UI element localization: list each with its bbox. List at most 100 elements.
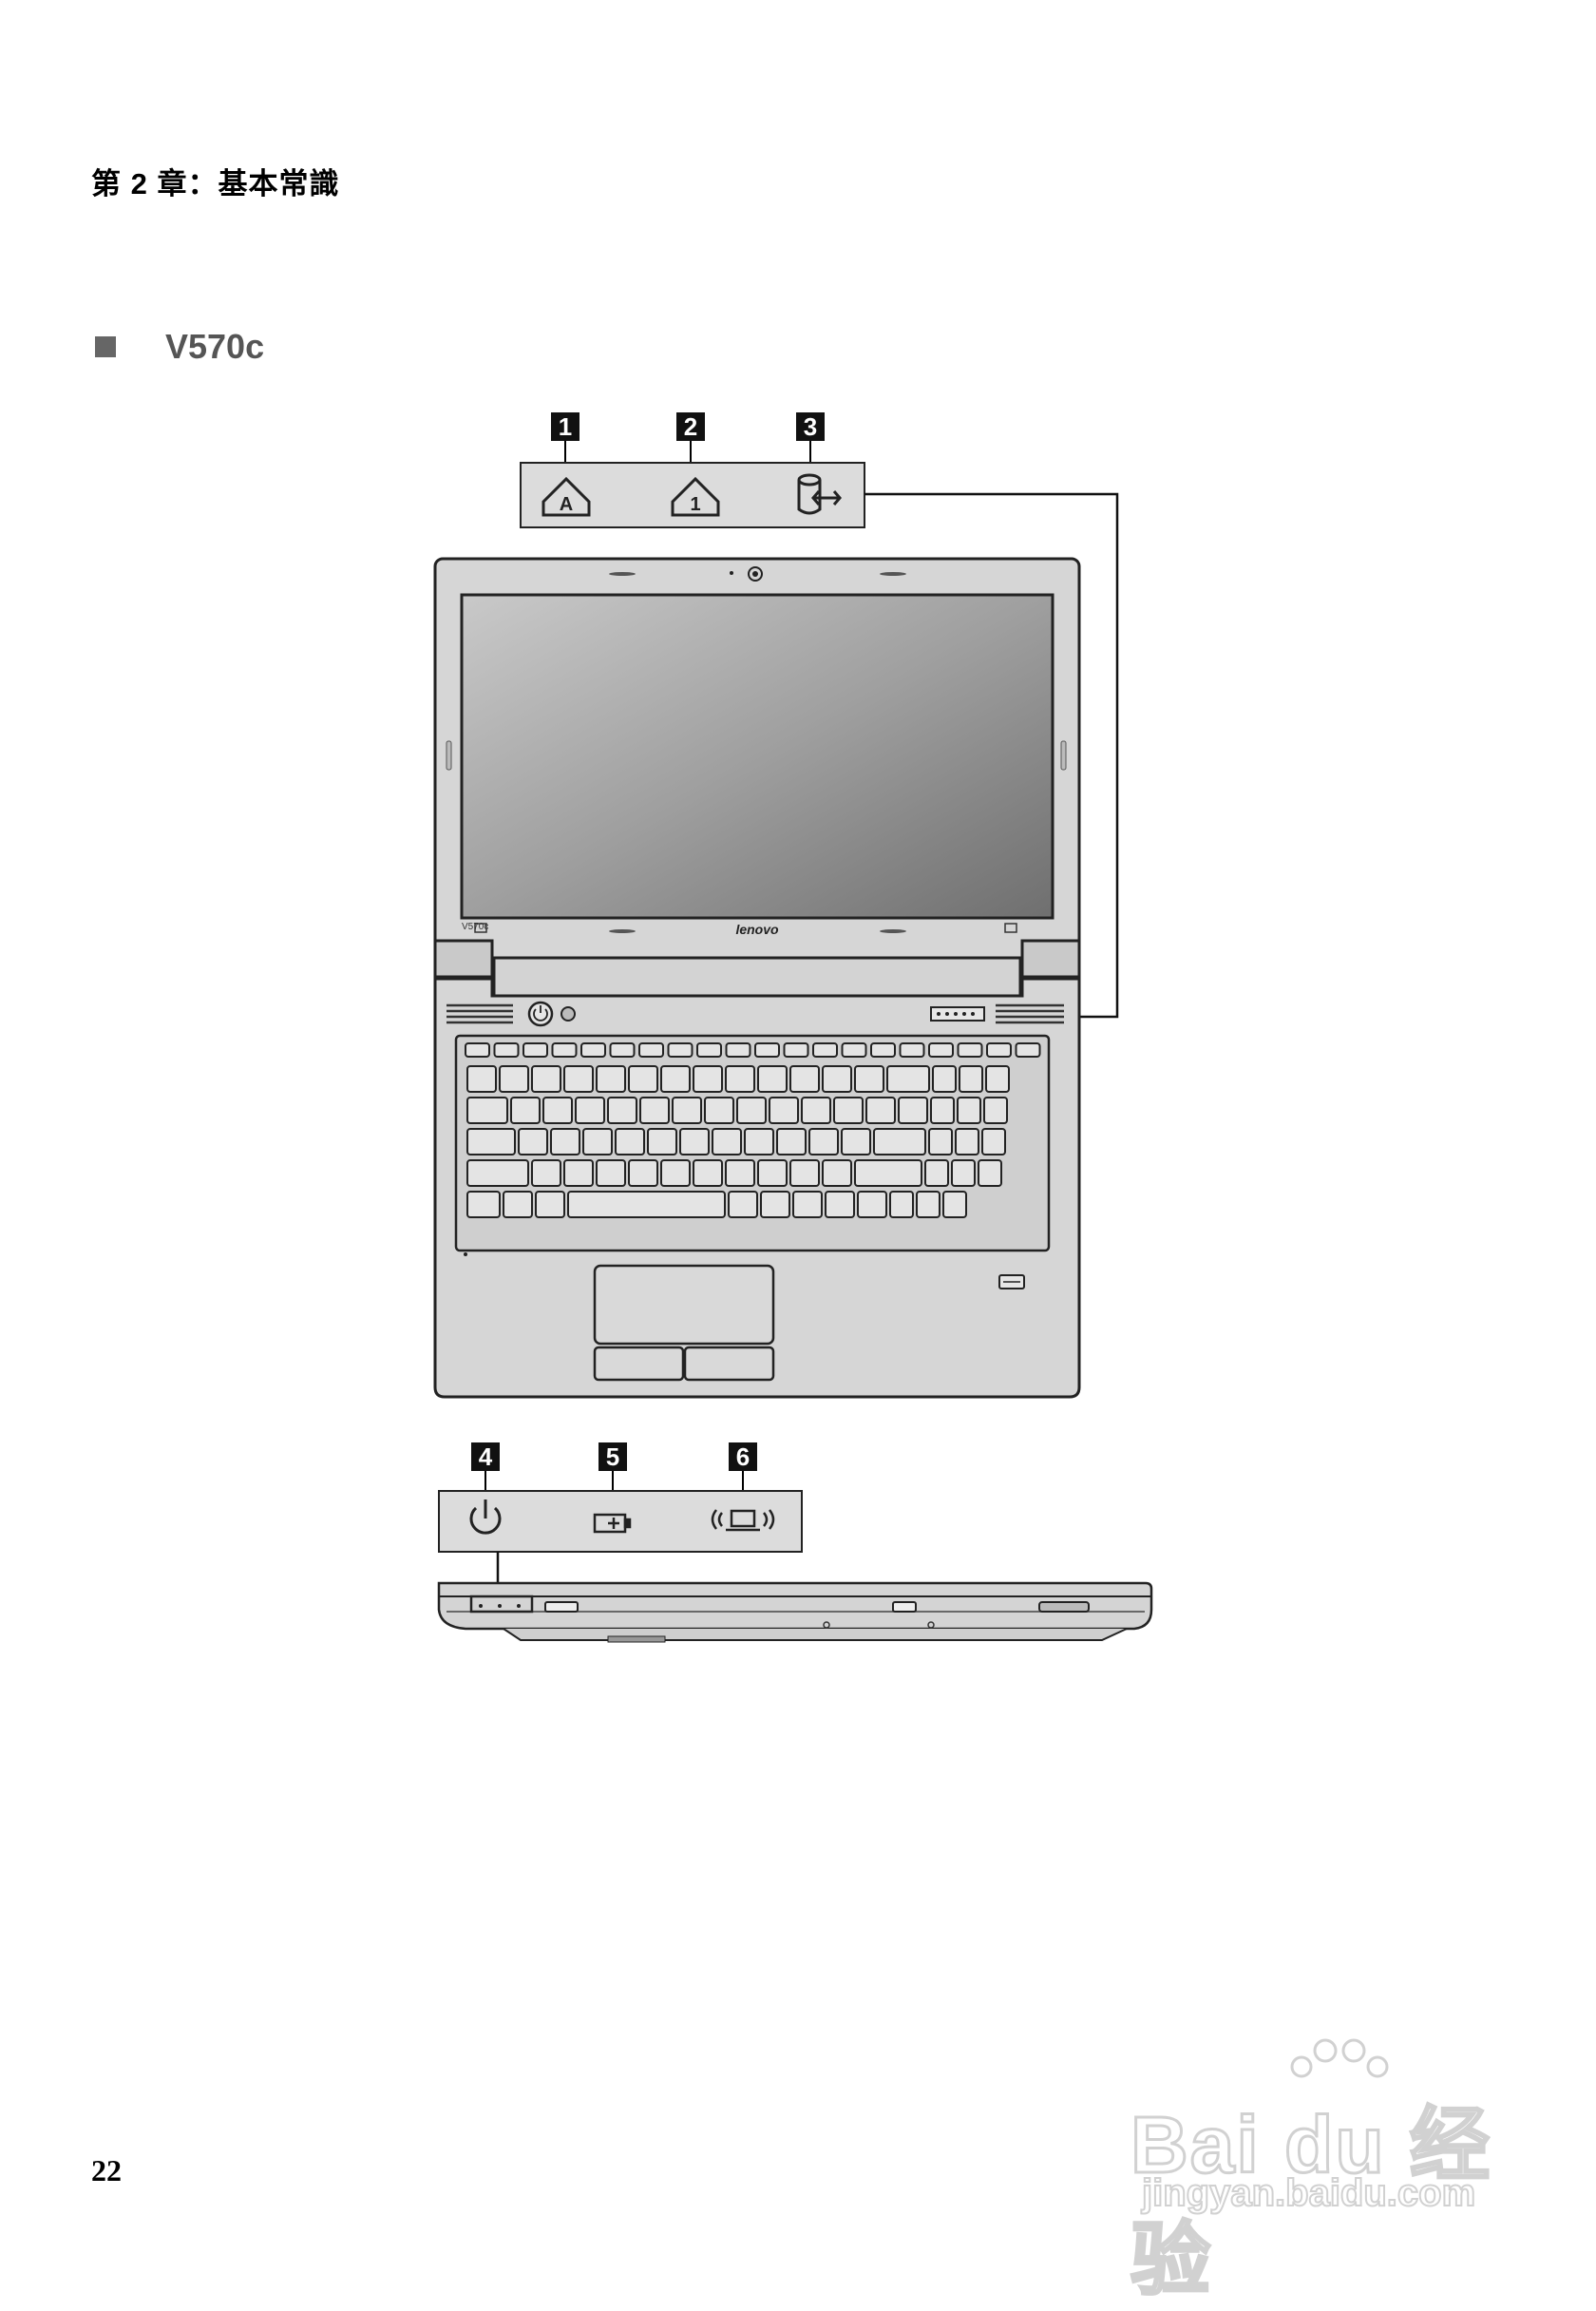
key bbox=[679, 1128, 710, 1156]
key bbox=[725, 1159, 755, 1187]
key bbox=[567, 1191, 726, 1218]
key bbox=[582, 1128, 613, 1156]
key bbox=[865, 1097, 896, 1124]
callout-label-4: 4 bbox=[471, 1442, 500, 1491]
touchpad-left-button bbox=[593, 1346, 685, 1382]
key bbox=[639, 1097, 670, 1124]
key bbox=[531, 1065, 561, 1093]
key bbox=[672, 1097, 702, 1124]
key bbox=[542, 1097, 573, 1124]
key bbox=[660, 1159, 691, 1187]
key bbox=[801, 1097, 831, 1124]
key bbox=[693, 1159, 723, 1187]
key bbox=[886, 1065, 930, 1093]
key bbox=[769, 1097, 799, 1124]
callout-number-4: 4 bbox=[479, 1442, 493, 1471]
key bbox=[924, 1159, 949, 1187]
key bbox=[563, 1065, 594, 1093]
callout-number-3: 3 bbox=[804, 412, 817, 441]
key bbox=[951, 1159, 976, 1187]
callout-label-3: 3 bbox=[796, 412, 825, 463]
laptop-figure: 1 2 3 A 1 bbox=[433, 412, 1153, 1643]
key bbox=[744, 1128, 774, 1156]
callout-number-2: 2 bbox=[684, 412, 697, 441]
svg-text:1: 1 bbox=[690, 494, 700, 515]
key bbox=[628, 1065, 658, 1093]
key bbox=[783, 1042, 809, 1058]
key bbox=[638, 1042, 664, 1058]
key bbox=[466, 1065, 497, 1093]
key bbox=[959, 1065, 983, 1093]
page-number: 22 bbox=[91, 2153, 122, 2187]
hinge bbox=[433, 939, 1081, 998]
key bbox=[466, 1097, 508, 1124]
caps-lock-icon: A bbox=[542, 476, 591, 517]
watermark-sub-text: jingyan.baidu.com bbox=[1141, 2171, 1476, 2215]
callout-number-1: 1 bbox=[559, 412, 572, 441]
key bbox=[667, 1042, 694, 1058]
key bbox=[647, 1128, 677, 1156]
key bbox=[465, 1042, 490, 1058]
key bbox=[660, 1065, 691, 1093]
key bbox=[493, 1042, 520, 1058]
key bbox=[789, 1065, 820, 1093]
key bbox=[957, 1097, 981, 1124]
key bbox=[754, 1042, 780, 1058]
key bbox=[928, 1128, 953, 1156]
key bbox=[466, 1159, 529, 1187]
key bbox=[870, 1042, 896, 1058]
laptop-base bbox=[433, 977, 1081, 1399]
key bbox=[712, 1128, 742, 1156]
key bbox=[628, 1159, 658, 1187]
key bbox=[981, 1128, 1006, 1156]
battery-icon bbox=[593, 1513, 632, 1534]
key bbox=[957, 1042, 983, 1058]
laptop-front-view bbox=[437, 1581, 1153, 1643]
chapter-title: 第 2 章：基本常識 bbox=[91, 167, 340, 201]
brand-logo: lenovo bbox=[735, 922, 779, 937]
key bbox=[942, 1191, 967, 1218]
power-icon bbox=[469, 1499, 502, 1535]
key bbox=[833, 1097, 864, 1124]
callout-label-2: 2 bbox=[676, 412, 705, 463]
key bbox=[889, 1191, 914, 1218]
key bbox=[857, 1191, 887, 1218]
key bbox=[693, 1065, 723, 1093]
key bbox=[704, 1097, 734, 1124]
key bbox=[841, 1042, 867, 1058]
hard-disk-activity-icon bbox=[797, 473, 842, 515]
paw-logo-icon bbox=[1290, 2038, 1389, 2078]
key bbox=[822, 1159, 852, 1187]
key bbox=[580, 1042, 606, 1058]
key bbox=[499, 1065, 529, 1093]
keyboard-keys bbox=[465, 1042, 1041, 1218]
key bbox=[808, 1128, 839, 1156]
key bbox=[563, 1159, 594, 1187]
key bbox=[518, 1128, 548, 1156]
key bbox=[983, 1097, 1008, 1124]
key bbox=[757, 1065, 788, 1093]
key bbox=[609, 1042, 636, 1058]
key bbox=[725, 1042, 751, 1058]
indicator-box-front bbox=[438, 1490, 803, 1553]
touchpad-right-button bbox=[683, 1346, 775, 1382]
onekey-button-icon bbox=[560, 1006, 576, 1022]
svg-text:A: A bbox=[560, 494, 573, 515]
key bbox=[728, 1191, 758, 1218]
key bbox=[916, 1191, 940, 1218]
key bbox=[854, 1159, 922, 1187]
callout-label-5: 5 bbox=[598, 1442, 627, 1491]
callout-label-6: 6 bbox=[729, 1442, 757, 1491]
key bbox=[822, 1065, 852, 1093]
callout-label-1: 1 bbox=[551, 412, 580, 463]
callout-number-5: 5 bbox=[606, 1442, 619, 1471]
power-button-icon bbox=[527, 1001, 554, 1027]
key bbox=[596, 1159, 626, 1187]
webcam-icon bbox=[748, 566, 763, 582]
key bbox=[596, 1065, 626, 1093]
key bbox=[531, 1159, 561, 1187]
key bbox=[776, 1128, 807, 1156]
key bbox=[736, 1097, 767, 1124]
key bbox=[955, 1128, 979, 1156]
key bbox=[898, 1097, 928, 1124]
